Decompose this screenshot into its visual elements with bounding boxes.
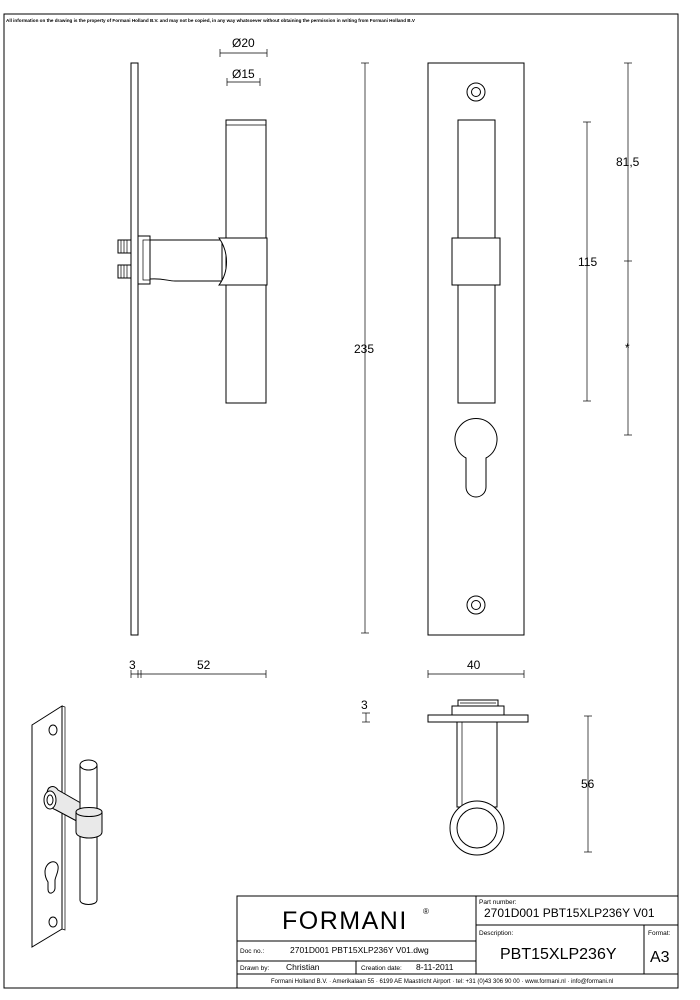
iso-keyhole bbox=[44, 861, 59, 894]
front-collar bbox=[451, 237, 501, 286]
side-rosette bbox=[137, 235, 151, 285]
front-keyhole bbox=[454, 418, 498, 498]
front-screw-top bbox=[466, 82, 486, 102]
dim-height-235: 235 bbox=[354, 342, 374, 356]
title-block-frame bbox=[236, 895, 679, 989]
part-number-label: Part number: bbox=[479, 899, 517, 906]
top-rosette bbox=[451, 705, 505, 716]
dim-diameter-20: Ø20 bbox=[232, 36, 255, 50]
dim-projection-52: 52 bbox=[197, 658, 211, 672]
dim-star: * bbox=[625, 341, 630, 355]
brand-logo: FORMANI bbox=[282, 907, 408, 935]
property-notice: All information on the drawing is the pr… bbox=[6, 18, 416, 23]
drawn-by-value: Christian bbox=[286, 962, 320, 972]
brand-registered: ® bbox=[423, 907, 429, 916]
side-dimensions: Ø20 Ø15 235 3 52 bbox=[129, 36, 374, 678]
front-dimensions: 115 81,5 * 40 bbox=[427, 62, 640, 678]
side-neck bbox=[149, 239, 223, 282]
description-value: PBT15XLP236Y bbox=[500, 946, 617, 963]
side-backplate bbox=[130, 62, 139, 636]
dim-thickness-3-top: 3 bbox=[361, 698, 368, 712]
side-screw-bottom bbox=[117, 264, 132, 279]
dim-thickness-3-side: 3 bbox=[129, 658, 136, 672]
dim-width-40: 40 bbox=[467, 658, 481, 672]
front-view bbox=[427, 62, 525, 636]
side-screw-top bbox=[117, 239, 132, 254]
dim-distance-81-5: 81,5 bbox=[616, 155, 640, 169]
part-number-value: 2701D001 PBT15XLP236Y V01 bbox=[484, 906, 655, 920]
top-neck bbox=[456, 721, 498, 808]
title-block: FORMANI ® Part number: 2701D001 PBT15XLP… bbox=[236, 895, 679, 989]
drawing-frame bbox=[3, 13, 679, 989]
side-view bbox=[117, 62, 268, 636]
creation-date-label: Creation date: bbox=[361, 965, 402, 972]
iso-screw-top bbox=[48, 724, 58, 736]
description-label: Description: bbox=[479, 930, 514, 937]
top-view: 3 56 bbox=[361, 698, 595, 856]
top-grip-inner bbox=[456, 807, 498, 849]
format-label: Format: bbox=[648, 930, 671, 937]
dim-depth-56: 56 bbox=[581, 777, 595, 791]
front-screw-bottom bbox=[466, 595, 486, 615]
iso-backplate bbox=[31, 705, 63, 948]
doc-no-label: Doc no.: bbox=[240, 948, 264, 955]
iso-screw-bottom bbox=[48, 916, 58, 928]
isometric-view bbox=[31, 705, 103, 948]
top-grip-outer bbox=[449, 800, 505, 856]
company-footer: Formani Holland B.V. · Amerikalaan 55 · … bbox=[271, 979, 613, 985]
drawn-by-label: Drawn by: bbox=[240, 965, 269, 972]
iso-collar bbox=[75, 807, 103, 839]
doc-no-value: 2701D001 PBT15XLP236Y V01.dwg bbox=[290, 945, 429, 955]
dim-diameter-15: Ø15 bbox=[232, 67, 255, 81]
format-value: A3 bbox=[650, 949, 670, 966]
side-collar bbox=[217, 237, 268, 286]
top-backplate bbox=[427, 714, 529, 723]
dim-grip-115: 115 bbox=[578, 255, 597, 269]
creation-date-value: 8-11-2011 bbox=[416, 962, 454, 972]
